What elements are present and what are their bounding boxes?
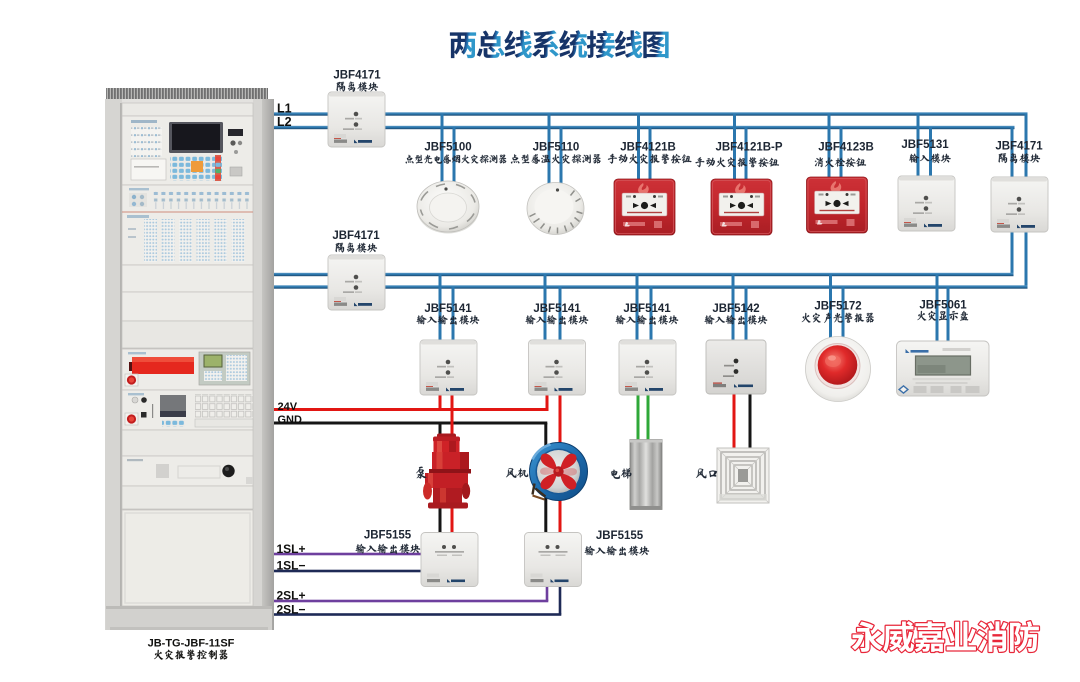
svg-text:1SL−: 1SL− [277,559,306,573]
svg-text:JBF4123B: JBF4123B [818,142,874,154]
svg-text:2SL+: 2SL+ [277,589,306,603]
svg-text:JB-TG-JBF-11SF: JB-TG-JBF-11SF [148,638,235,650]
svg-text:JBF5100: JBF5100 [424,142,471,154]
svg-text:1SL+: 1SL+ [277,542,306,556]
svg-text:L2: L2 [277,115,292,129]
svg-text:JBF5141: JBF5141 [533,303,581,315]
svg-text:JBF5061: JBF5061 [919,300,967,312]
svg-text:JBF4121B-P: JBF4121B-P [715,142,782,154]
svg-text:2SL−: 2SL− [277,603,306,617]
svg-text:JBF5141: JBF5141 [424,303,472,315]
svg-text:JBF4171: JBF4171 [333,70,381,82]
svg-text:JBF5110: JBF5110 [533,142,580,154]
svg-text:24V: 24V [278,401,298,413]
svg-text:JBF5142: JBF5142 [712,303,759,315]
svg-text:JBF5141: JBF5141 [623,303,671,315]
svg-text:L1: L1 [277,102,292,116]
svg-text:JBF5131: JBF5131 [901,139,949,151]
svg-text:JBF5155: JBF5155 [596,530,644,542]
svg-text:JBF5155: JBF5155 [364,530,412,542]
svg-text:JBF4171: JBF4171 [332,230,380,242]
svg-text:JBF5172: JBF5172 [814,301,861,313]
svg-text:JBF4171: JBF4171 [995,141,1043,153]
svg-text:GND: GND [278,414,303,426]
svg-text:JBF4121B: JBF4121B [620,142,676,154]
